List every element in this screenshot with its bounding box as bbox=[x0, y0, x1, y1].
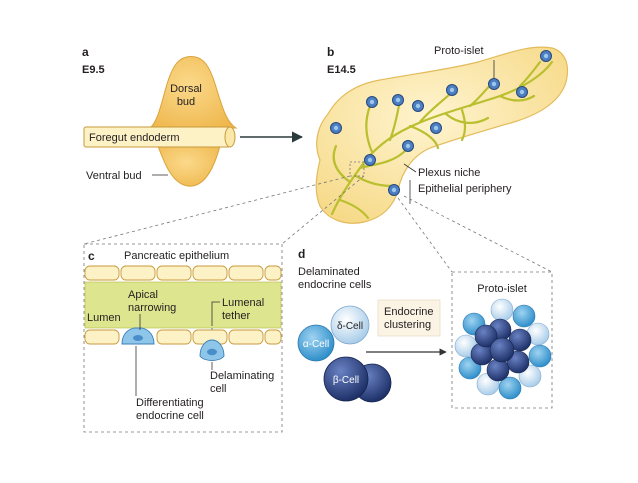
epithelium-top-row bbox=[84, 265, 282, 281]
lumen-label: Lumen bbox=[87, 312, 121, 324]
panel-d: d Delaminated endocrine cells α-Cell δ-C… bbox=[297, 247, 553, 409]
panel-c: c Pancreatic epithelium Apical bbox=[83, 243, 283, 433]
islet-dot bbox=[366, 96, 378, 108]
panel-a: a E9.5 Dorsal bud Foregut endoderm Ventr… bbox=[82, 45, 238, 187]
dorsal-bud-label-1: Dorsal bbox=[170, 83, 202, 95]
clustering-label-1: Endocrine bbox=[384, 306, 434, 318]
beta-cell-label: β-Cell bbox=[333, 375, 359, 386]
proto-islet-cluster bbox=[454, 298, 552, 400]
panel-c-letter: c bbox=[88, 249, 95, 263]
apical-label-2: narrowing bbox=[128, 302, 176, 314]
islet-dot bbox=[540, 50, 552, 62]
epithelial-periphery-label: Epithelial periphery bbox=[418, 183, 512, 195]
islet-dot bbox=[388, 184, 400, 196]
panel-c-frame bbox=[83, 243, 283, 433]
delaminating-label-1: Delaminating bbox=[210, 370, 274, 382]
panel-a-letter: a bbox=[82, 45, 89, 59]
islet-dot bbox=[412, 100, 424, 112]
islet-dot bbox=[402, 140, 414, 152]
islet-dot bbox=[430, 122, 442, 134]
panel-a-stage: E9.5 bbox=[82, 64, 105, 76]
delaminating-label-2: cell bbox=[210, 383, 227, 395]
islet-dot bbox=[330, 122, 342, 134]
proto-islet-box-label: Proto-islet bbox=[477, 283, 527, 295]
apical-label-1: Apical bbox=[128, 289, 158, 301]
panel-b-letter: b bbox=[327, 45, 334, 59]
foregut-tube-end bbox=[224, 126, 236, 148]
tether-label-1: Lumenal bbox=[222, 297, 264, 309]
plexus-niche-leader bbox=[403, 163, 417, 173]
dorsal-bud bbox=[148, 56, 238, 129]
proto-islet-frame bbox=[451, 271, 553, 409]
panel-d-title-1: Delaminated bbox=[298, 266, 360, 278]
alpha-cell bbox=[297, 324, 335, 362]
differentiating-label-2: endocrine cell bbox=[136, 410, 204, 422]
delta-cell-label: δ-Cell bbox=[337, 321, 363, 332]
panel-d-letter: d bbox=[298, 247, 305, 261]
differentiating-label-1: Differentiating bbox=[136, 397, 204, 409]
clustering-label-2: clustering bbox=[384, 319, 431, 331]
pancreas-body bbox=[315, 46, 569, 224]
panel-b: b E14.5 bbox=[315, 45, 569, 224]
epithelium-bottom-row bbox=[84, 329, 282, 345]
ventral-bud bbox=[157, 145, 221, 187]
beta-cell bbox=[323, 356, 369, 402]
tether-leader bbox=[211, 301, 220, 326]
projection-lines bbox=[83, 175, 553, 273]
delta-cell bbox=[330, 305, 370, 345]
panel-d-title-2: endocrine cells bbox=[298, 279, 372, 291]
islet-dot bbox=[364, 154, 376, 166]
ventral-bud-label: Ventral bud bbox=[86, 170, 142, 182]
pancreas-islets bbox=[330, 50, 552, 196]
panel-b-stage: E14.5 bbox=[327, 64, 356, 76]
foregut-label: Foregut endoderm bbox=[89, 132, 180, 144]
islet-dot bbox=[446, 84, 458, 96]
lumen-band bbox=[84, 281, 282, 329]
differentiating-cell-nucleus bbox=[133, 335, 143, 341]
islet-dot bbox=[392, 94, 404, 106]
clustering-box bbox=[377, 299, 441, 337]
plexus-niche-label: Plexus niche bbox=[418, 167, 480, 179]
delaminating-cell-nucleus bbox=[207, 348, 217, 356]
dorsal-bud-label-2: bud bbox=[177, 96, 195, 108]
proto-islet-label: Proto-islet bbox=[434, 45, 484, 57]
zoom-box bbox=[349, 161, 365, 177]
islet-dot bbox=[516, 86, 528, 98]
epithelium-label: Pancreatic epithelium bbox=[124, 250, 229, 262]
islet-dot bbox=[488, 78, 500, 90]
alpha-cell-label: α-Cell bbox=[303, 339, 329, 350]
tether-label-2: tether bbox=[222, 310, 250, 322]
